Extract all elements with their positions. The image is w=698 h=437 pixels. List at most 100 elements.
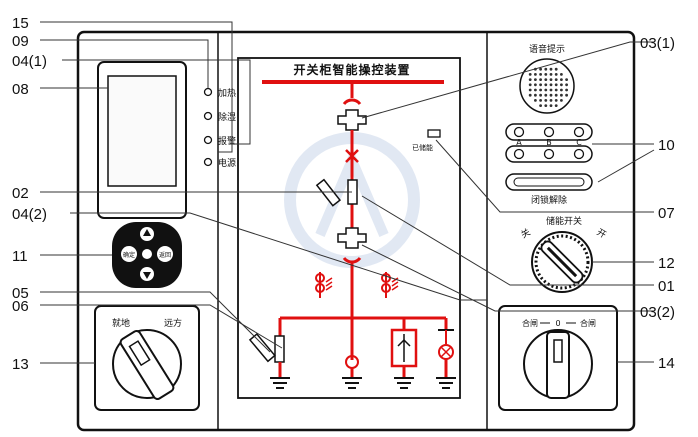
speaker-hole (549, 93, 553, 97)
speaker-hole (528, 83, 532, 87)
close-open-knob[interactable] (546, 331, 570, 399)
speaker-hole (528, 93, 532, 97)
speaker-hole (565, 88, 568, 92)
local-remote-switch: 就地 远方 (94, 305, 200, 411)
ground-icon-lamp (436, 377, 456, 389)
upper-contact-arc (342, 98, 362, 106)
local-remote-dial (112, 329, 182, 399)
indicator-group: 加热 除湿 报警 电源 (203, 87, 236, 169)
callout-02: 02 (12, 185, 29, 202)
return-button-label: 返回 (159, 252, 171, 259)
upper-isolation-cross (337, 109, 367, 131)
callout-15: 15 (12, 15, 29, 32)
speaker-hole (534, 99, 537, 102)
speaker-hole (544, 67, 548, 71)
phase-upper-bar (505, 123, 593, 141)
local-remote-knob[interactable] (119, 329, 175, 400)
rotary-center-label: 储能开关 (546, 215, 582, 227)
rotary-knob-pointer (546, 246, 578, 278)
speaker-hole (528, 73, 532, 76)
panel-title: 开关柜智能操控装置 (293, 62, 410, 77)
energy-storage-rotary-switch: 关 储能开关 开 (519, 215, 608, 293)
speaker-hole (554, 83, 558, 87)
speaker-hole (539, 78, 542, 81)
callout-08: 08 (12, 81, 29, 98)
energized-label: 已储能 (412, 143, 433, 152)
remote-label: 远方 (164, 317, 182, 329)
speaker-hole (560, 93, 563, 97)
speaker-hole (565, 93, 568, 97)
phase-led (543, 126, 555, 138)
callout-07: 07 (658, 205, 675, 222)
keypad: 确定 返回 (112, 222, 182, 288)
center-button[interactable] (142, 249, 152, 259)
phase-b-label: B (546, 138, 552, 147)
close-open-left-label: 合闸 (522, 318, 538, 328)
speaker-hole (544, 104, 548, 107)
indicator-dehumidify-led (203, 111, 213, 121)
phase-led (573, 126, 585, 138)
speaker-hole (549, 67, 553, 71)
speaker-hole (544, 73, 548, 76)
phase-led (573, 148, 585, 160)
speaker-hole (560, 99, 563, 102)
breaker-handle (315, 178, 341, 207)
close-open-knob-mark (553, 339, 563, 363)
close-open-zero-label: 0 (555, 319, 560, 328)
speaker-hole (554, 88, 558, 92)
current-transformer-left (315, 272, 333, 298)
speaker-hole (544, 88, 548, 92)
speaker-hole (534, 88, 537, 92)
fuse-arrow-icon (397, 338, 411, 347)
indicator-alarm-label: 报警 (218, 135, 236, 147)
speaker-hole (544, 78, 548, 81)
lock-release-button[interactable]: 闭锁解除 (505, 173, 593, 206)
leader-lines (40, 21, 655, 364)
speaker-grille (519, 58, 575, 114)
callout-04-2: 04(2) (12, 206, 47, 223)
callout-13: 13 (12, 356, 29, 373)
speaker-hole (539, 83, 542, 87)
speaker-hole (560, 78, 563, 81)
lcd-screen (107, 75, 177, 187)
close-open-switch: 合闸 0 合闸 (498, 305, 618, 411)
callout-04-1: 04(1) (12, 53, 47, 70)
lock-release-label: 闭锁解除 (531, 194, 567, 206)
callout-10: 10 (658, 137, 675, 154)
speaker-hole (549, 99, 553, 102)
phase-c-label: C (576, 138, 582, 147)
callout-03-2: 03(2) (640, 304, 675, 321)
confirm-button[interactable] (121, 246, 137, 262)
voice-label: 语音提示 (529, 43, 565, 55)
phase-a-label: A (516, 138, 522, 147)
rotary-on-label: 开 (595, 227, 608, 241)
speaker-hole (539, 104, 542, 107)
close-open-right-label: 合闸 (580, 318, 596, 328)
local-remote-housing (94, 305, 200, 411)
speaker-hole (554, 78, 558, 81)
device-frame (76, 30, 636, 432)
phase-lower-bar (505, 145, 593, 163)
speaker-hole (534, 78, 537, 81)
phase-indicators: A B C (505, 123, 593, 163)
mimic-panel: 开关柜智能操控装置 (237, 57, 461, 399)
local-remote-knob-mark (128, 340, 151, 367)
ground-icon-fuse (394, 377, 414, 389)
speaker-hole (565, 78, 568, 81)
return-button[interactable] (157, 246, 173, 262)
lower-isolation-cross (337, 227, 367, 249)
speaker-hole (549, 78, 553, 81)
speaker-hole (544, 83, 548, 87)
speaker-hole (544, 93, 548, 97)
close-open-housing (498, 305, 618, 411)
speaker-hole (554, 99, 558, 102)
speaker-hole (560, 88, 563, 92)
lock-release-frame[interactable] (505, 173, 593, 191)
arrow-up-icon (143, 229, 151, 236)
callout-11: 11 (12, 248, 28, 265)
voice-speaker: 语音提示 (519, 43, 575, 114)
speaker-hole (554, 104, 558, 107)
speaker-hole (539, 93, 542, 97)
indicator-heating-label: 加热 (218, 87, 236, 99)
rotary-off-label: 关 (519, 226, 533, 241)
